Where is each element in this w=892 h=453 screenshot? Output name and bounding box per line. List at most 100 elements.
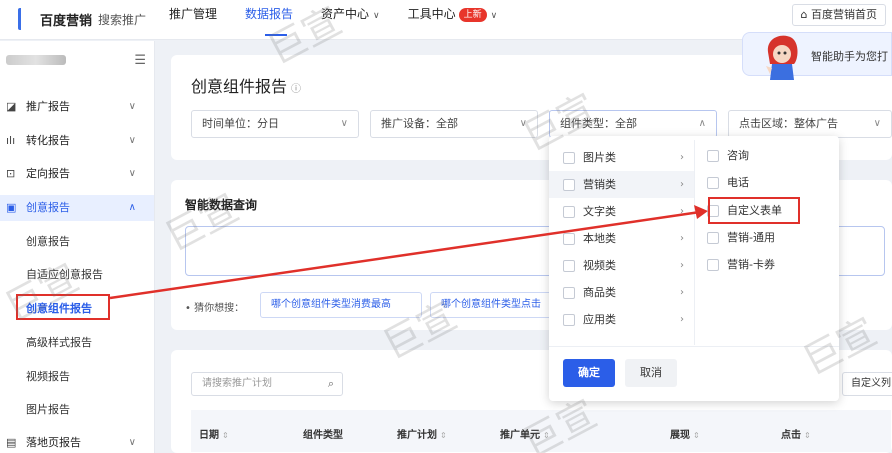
category-label: 本地类 [583,232,616,245]
sort-icon[interactable]: ⇕ [804,431,811,440]
sidebar-subitem-image-report[interactable]: 图片报告 [0,397,154,423]
option-label: 电话 [727,176,749,189]
filter-label: 点击区域：整体广告 [739,117,838,130]
option-phone[interactable]: 电话 [695,169,839,196]
checkbox[interactable] [563,152,575,164]
subitem-label: 高级样式报告 [26,336,92,349]
sidebar-item-promotion-report[interactable]: ◪ 推广报告 ∨ [0,94,154,120]
checkbox[interactable] [563,287,575,299]
confirm-button[interactable]: 确定 [563,359,615,387]
category-label: 商品类 [583,286,616,299]
home-icon: ⌂ [800,8,811,21]
column-header-ad-unit[interactable]: 推广单元⇕ [500,426,550,441]
chevron-right-icon: › [680,179,684,190]
baidu-marketing-logo[interactable]: 百度营销 搜索推广 [18,8,146,30]
collapse-sidebar-icon[interactable]: ☰ [134,53,146,68]
smart-assistant-banner[interactable]: 智能助手为您打 [742,32,892,76]
checkbox[interactable] [707,150,719,162]
sidebar-subitem-creative-component-report[interactable]: 创意组件报告 [0,296,154,322]
sidebar-item-targeting-report[interactable]: ⊡ 定向报告 ∨ [0,161,154,187]
sidebar-item-label: 落地页报告 [26,436,81,449]
suggestion-chip[interactable]: 哪个创意组件类型消费最高 [260,292,422,318]
sort-icon[interactable]: ⇕ [693,431,700,440]
checkbox[interactable] [563,179,575,191]
checkbox[interactable] [707,232,719,244]
chevron-up-icon: ∧ [698,118,706,129]
assistant-text: 智能助手为您打 [811,50,888,63]
sort-icon[interactable]: ⇕ [543,431,550,440]
assistant-avatar-icon[interactable] [760,30,804,84]
column-header-campaign[interactable]: 推广计划⇕ [397,426,447,441]
option-label: 自定义表单 [727,204,782,217]
sidebar-item-landing-page-report[interactable]: ▤ 落地页报告 ∨ [0,430,154,453]
sidebar-item-conversion-report[interactable]: ılı 转化报告 ∨ [0,128,154,154]
nav-asset-center[interactable]: 资产中心∨ [321,0,380,40]
sidebar-subitem-advanced-style-report[interactable]: 高级样式报告 [0,330,154,356]
option-marketing-general[interactable]: 营销-通用 [695,224,839,251]
component-type-filter[interactable]: 组件类型：全部 ∧ [549,110,717,138]
category-product[interactable]: 商品类 › [549,279,694,306]
checkbox[interactable] [563,233,575,245]
search-icon[interactable]: ⌕ [327,377,334,390]
top-bar: 百度营销 搜索推广 推广管理 数据报告 资产中心∨ 工具中心上新∨ ⌂ 百度营销… [0,0,892,40]
nav-tool-center[interactable]: 工具中心上新∨ [407,0,497,40]
table-header: 日期⇕ 组件类型 推广计划⇕ 推广单元⇕ 展现⇕ 点击⇕ [191,410,891,452]
sort-icon[interactable]: ⇕ [440,431,447,440]
column-label: 推广单元 [500,430,540,441]
category-app[interactable]: 应用类 › [549,306,694,333]
category-label: 营销类 [583,178,616,191]
chevron-right-icon: › [680,287,684,298]
column-header-impressions[interactable]: 展现⇕ [670,426,700,441]
category-text[interactable]: 文字类› [549,198,694,225]
sort-icon[interactable]: ⇕ [222,431,229,440]
top-nav: 推广管理 数据报告 资产中心∨ 工具中心上新∨ [169,0,525,40]
chevron-right-icon: › [680,314,684,325]
option-label: 咨询 [727,149,749,162]
column-header-date[interactable]: 日期⇕ [199,426,229,441]
sidebar-subitem-creative-report[interactable]: 创意报告 [0,229,154,255]
smart-query-title: 智能数据查询 [185,198,258,212]
custom-columns-button[interactable]: 自定义列 [842,372,892,396]
chevron-down-icon: ∨ [128,437,136,448]
baidu-marketing-home-button[interactable]: ⌂ 百度营销首页 [791,4,886,26]
sidebar-subitem-video-report[interactable]: 视频报告 [0,364,154,390]
time-unit-filter[interactable]: 时间单位：分日∨ [191,110,359,138]
checkbox[interactable] [563,206,575,218]
filter-label: 时间单位：分日 [202,117,279,130]
category-video[interactable]: 视频类› [549,252,694,279]
sidebar-item-label: 创意报告 [26,201,70,214]
category-label: 应用类 [583,313,616,326]
annotation-highlight-box [708,197,800,224]
option-consult[interactable]: 咨询 [695,142,839,169]
nav-label: 工具中心 [407,7,456,21]
category-image[interactable]: 图片类› [549,144,694,171]
checkbox[interactable] [707,177,719,189]
component-type-dropdown: 图片类› 营销类 › 文字类› 本地类› 视频类› 商品类 › 应用类 › 咨询 电话… [549,136,839,401]
account-name-blurred[interactable] [6,55,66,65]
chevron-down-icon: ∨ [128,168,136,179]
sidebar-item-label: 推广报告 [26,100,70,113]
suggestion-chip[interactable]: 哪个创意组件类型点击 [430,292,560,318]
checkbox[interactable] [707,259,719,271]
help-icon[interactable]: ⓘ [291,84,302,95]
checkbox[interactable] [563,314,575,326]
chevron-up-icon: ∧ [128,202,136,213]
logo-subtitle: 搜索推广 [98,12,147,27]
column-header-clicks[interactable]: 点击⇕ [781,426,811,441]
cancel-button[interactable]: 取消 [625,359,677,387]
option-marketing-coupon[interactable]: 营销-卡券 [695,251,839,278]
target-icon: ⊡ [6,167,16,180]
filter-label: 组件类型：全部 [560,117,637,130]
campaign-search-input[interactable]: 请搜索推广计划⌕ [191,372,343,396]
nav-promotion-management[interactable]: 推广管理 [169,0,217,40]
nav-data-reports[interactable]: 数据报告 [245,0,293,40]
category-marketing[interactable]: 营销类 › [549,171,694,198]
device-filter[interactable]: 推广设备：全部∨ [370,110,538,138]
sidebar-item-creative-report[interactable]: ▣ 创意报告 ∧ [0,195,154,221]
checkbox[interactable] [563,260,575,272]
category-label: 图片类 [583,151,616,164]
option-label: 营销-卡券 [727,258,775,271]
click-area-filter[interactable]: 点击区域：整体广告∨ [728,110,892,138]
category-local[interactable]: 本地类› [549,225,694,252]
sidebar-subitem-adaptive-creative-report[interactable]: 自适应创意报告 [0,262,154,288]
